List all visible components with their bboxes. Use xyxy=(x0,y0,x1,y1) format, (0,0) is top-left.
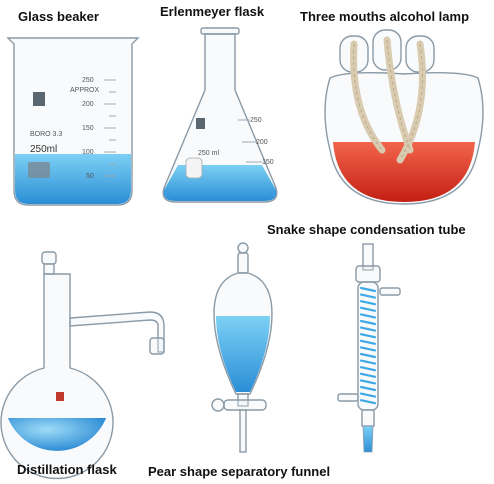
label-glass-beaker: Glass beaker xyxy=(18,9,99,24)
beaker-mark-approx: APPROX xyxy=(70,87,100,94)
flask-blue-liquid xyxy=(163,165,277,201)
condenser-blue-stem xyxy=(362,425,374,453)
flask-mark-250: 250 xyxy=(250,117,262,124)
flask-volume: 250 ml xyxy=(198,150,219,157)
label-condensation-tube: Snake shape condensation tube xyxy=(267,222,466,237)
flask-mark-200: 200 xyxy=(256,139,268,146)
funnel-blue-liquid xyxy=(216,316,270,392)
beaker-mark-100: 100 xyxy=(82,149,94,156)
beaker-mark-200: 200 xyxy=(82,101,94,108)
funnel-stopcock xyxy=(223,399,267,411)
distillation-flask-liquid-bottom xyxy=(8,418,106,451)
alcohol-lamp xyxy=(324,29,484,205)
beaker-mark-250: 250 xyxy=(82,77,94,84)
beaker-mark-50: 50 xyxy=(86,173,94,180)
condensation-tube xyxy=(337,243,401,453)
condenser-coil xyxy=(359,286,377,405)
lamp-red-liquid xyxy=(333,142,475,202)
beaker-logo-icon xyxy=(33,92,45,106)
label-separatory-funnel: Pear shape separatory funnel xyxy=(148,464,331,479)
distillation-logo-icon xyxy=(56,392,64,401)
beaker-blue-liquid xyxy=(15,154,131,204)
beaker-volume: 250ml xyxy=(30,144,57,155)
beaker-brand: BORO 3.3 xyxy=(30,131,62,138)
flask-logo-icon xyxy=(196,118,205,129)
beaker-mark-150: 150 xyxy=(82,125,94,132)
label-erlenmeyer-flask: Erlenmeyer flask xyxy=(160,4,265,19)
glass-beaker: 250 APPROX 200 150 100 50 250ml BORO 3.3 xyxy=(6,37,140,206)
erlenmeyer-flask: 250 200 150 250 ml xyxy=(162,27,278,203)
distillation-flask xyxy=(0,251,165,480)
label-distillation-flask: Distillation flask xyxy=(17,462,117,477)
label-alcohol-lamp: Three mouths alcohol lamp xyxy=(300,9,470,24)
flask-mark-150: 150 xyxy=(262,159,274,166)
separatory-funnel xyxy=(211,242,273,453)
